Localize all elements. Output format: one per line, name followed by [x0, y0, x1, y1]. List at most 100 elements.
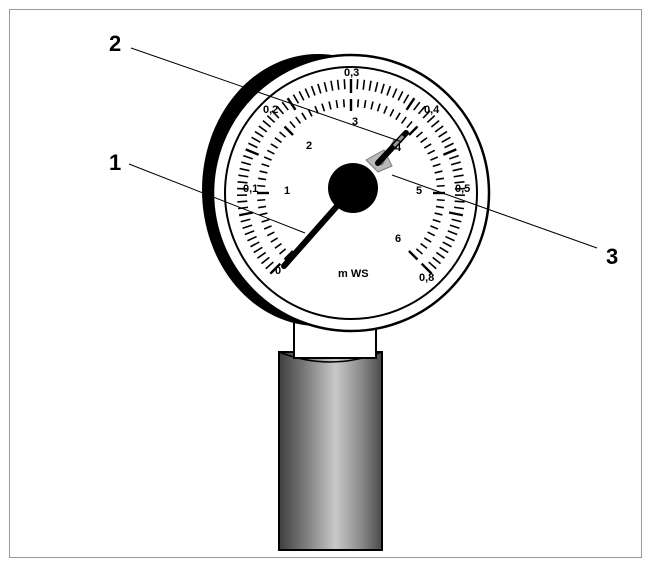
tick-mark [260, 256, 270, 265]
tick-mark [259, 212, 268, 216]
tick-mark [432, 218, 441, 223]
tick-mark [356, 79, 359, 90]
tick-mark [257, 184, 266, 188]
tick-mark [430, 156, 439, 161]
tick-mark [420, 137, 428, 144]
tick-mark [427, 149, 436, 155]
tick-mark [405, 97, 416, 111]
tick-mark [391, 88, 398, 99]
callout-3: 3 [606, 244, 618, 269]
tick-mark [279, 131, 287, 138]
tick-mark [307, 108, 313, 117]
tick-mark [452, 167, 463, 172]
tick-mark [368, 80, 372, 91]
pipe [278, 351, 383, 551]
tick-mark [243, 154, 254, 160]
inner-label-6: 6 [395, 233, 401, 245]
tick-mark [434, 212, 443, 216]
tick-mark [336, 79, 340, 90]
tick-mark [244, 230, 255, 236]
tick-mark [422, 110, 431, 119]
tick-mark [453, 174, 464, 178]
tick-mark [432, 256, 442, 265]
inner-label-5: 5 [416, 185, 422, 197]
tick-mark [397, 91, 404, 101]
tick-mark [420, 262, 433, 275]
tick-mark [451, 218, 462, 223]
tick-mark [247, 235, 257, 242]
tick-mark [430, 225, 439, 230]
tick-mark [389, 108, 395, 117]
tick-mark [417, 105, 426, 115]
tick-mark [301, 112, 307, 121]
tick-mark [239, 167, 250, 172]
tick-mark [434, 170, 443, 174]
tick-mark [321, 103, 326, 112]
tick-mark [248, 142, 258, 149]
tick-mark [335, 100, 339, 109]
tick-mark [270, 143, 279, 149]
tick-mark [402, 94, 410, 104]
tick-mark [408, 250, 419, 261]
leader-line-3 [391, 174, 598, 249]
tick-mark [438, 130, 448, 138]
tick-mark [448, 211, 464, 217]
tick-mark [240, 218, 251, 223]
tick-mark [263, 225, 272, 230]
tick-mark [317, 83, 322, 94]
tick-mark [454, 181, 465, 184]
tick-mark [289, 121, 296, 129]
tick-mark [242, 224, 253, 229]
leader-line-2 [130, 47, 403, 143]
tick-mark [427, 231, 436, 237]
tick-mark [328, 101, 332, 110]
tick-mark [374, 81, 379, 93]
tick-mark [258, 177, 267, 181]
tick-mark [408, 125, 419, 136]
tick-mark [251, 136, 261, 143]
tick-mark [423, 237, 432, 243]
tick-mark [435, 205, 444, 209]
tick-mark [423, 143, 432, 149]
tick-mark [257, 251, 267, 259]
outer-label-01: 0,1 [243, 183, 258, 195]
outer-label-05: 0,5 [455, 183, 470, 195]
outer-label-0: 0 [275, 265, 281, 277]
tick-mark [298, 91, 305, 101]
tick-mark [281, 101, 289, 111]
tick-mark [265, 261, 274, 270]
inner-label-3: 3 [352, 116, 358, 128]
tick-mark [276, 105, 285, 115]
tick-mark [343, 79, 346, 90]
outer-label-02: 0,2 [263, 104, 278, 116]
leader-line-1 [128, 163, 306, 234]
tick-mark [426, 115, 436, 123]
tick-mark [454, 200, 465, 203]
tick-mark [444, 142, 454, 149]
tick-mark [258, 125, 268, 133]
tick-mark [266, 231, 275, 237]
tick-mark [259, 170, 268, 174]
tick-mark [415, 131, 423, 138]
tick-mark [442, 148, 457, 156]
tick-mark [274, 137, 282, 144]
tick-mark [310, 85, 316, 96]
tick-mark [413, 101, 421, 111]
tick-mark [376, 103, 381, 112]
outer-label-04: 0,4 [424, 104, 440, 116]
tick-mark [253, 246, 263, 254]
tick-mark [274, 242, 282, 249]
callout-1: 1 [109, 150, 121, 175]
tick-mark [283, 125, 294, 136]
tick-mark [295, 116, 302, 124]
tick-mark [356, 99, 360, 108]
tick-mark [439, 246, 449, 254]
tick-mark [383, 105, 388, 114]
tick-mark [269, 262, 282, 275]
tick-mark [263, 156, 272, 161]
tick-mark [266, 115, 276, 123]
tick-mark [436, 198, 445, 202]
tick-mark [430, 120, 440, 128]
tick-mark [270, 237, 279, 243]
